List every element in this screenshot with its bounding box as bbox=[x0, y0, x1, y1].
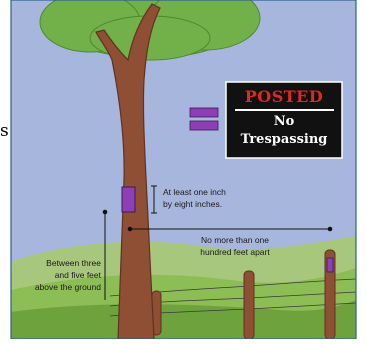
height-label-line2: and five feet bbox=[13, 270, 101, 280]
size-label-line2: by eight inches. bbox=[163, 199, 273, 209]
sign-no-text: No bbox=[226, 114, 342, 129]
equals-bar-top bbox=[190, 108, 218, 117]
post-marker bbox=[327, 258, 333, 272]
equals-bar-bottom bbox=[190, 121, 218, 130]
size-label-line1: At least one inch bbox=[163, 187, 273, 197]
edge-text-fragment: s bbox=[0, 121, 10, 141]
height-label-line3: above the ground bbox=[13, 282, 101, 292]
trunk-marker bbox=[122, 187, 135, 212]
sign-trespassing-text: Trespassing bbox=[226, 132, 342, 147]
sign-posted-text: POSTED bbox=[226, 88, 342, 106]
fence-post-2 bbox=[244, 271, 254, 339]
height-label-line1: Between three bbox=[13, 258, 101, 268]
spacing-label-line2: hundred feet apart bbox=[170, 247, 300, 257]
spacing-label-line1: No more than one bbox=[170, 235, 300, 245]
